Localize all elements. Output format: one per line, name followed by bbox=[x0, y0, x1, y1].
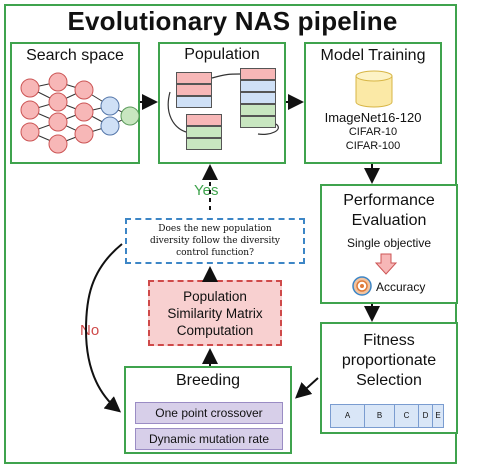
dataset-cifar10: CIFAR-10 bbox=[348, 126, 398, 138]
database-icon bbox=[355, 70, 393, 108]
segment-c: C bbox=[395, 405, 419, 427]
performance-objective: Single objective bbox=[346, 236, 432, 250]
no-label: No bbox=[80, 322, 100, 339]
similarity-line3: Computation bbox=[176, 323, 254, 338]
model-training-label: Model Training bbox=[320, 47, 426, 64]
mutation-operator: Dynamic mutation rate bbox=[135, 428, 283, 450]
down-arrow-icon bbox=[374, 253, 398, 275]
performance-label-line1: Performance bbox=[343, 192, 435, 209]
dataset-imagenet: ImageNet16-120 bbox=[324, 110, 422, 125]
breeding-box: Breeding One point crossover Dynamic mut… bbox=[124, 366, 292, 454]
segment-a: A bbox=[331, 405, 365, 427]
diversity-decision-box: Does the new population diversity follow… bbox=[125, 218, 305, 264]
yes-label: Yes bbox=[194, 182, 219, 199]
segment-e: E bbox=[435, 411, 441, 420]
page-title: Evolutionary NAS pipeline bbox=[67, 6, 398, 36]
decision-line1: Does the new population bbox=[158, 224, 272, 234]
breeding-label: Breeding bbox=[175, 372, 241, 389]
crossover-operator: One point crossover bbox=[135, 402, 283, 424]
target-icon bbox=[352, 276, 372, 296]
fitness-label-line1: Fitness bbox=[363, 332, 415, 349]
decision-line3: control function? bbox=[176, 248, 254, 258]
performance-metric: Accuracy bbox=[376, 280, 426, 294]
search-space-box: Search space bbox=[10, 42, 140, 164]
performance-label-line2: Evaluation bbox=[351, 212, 427, 229]
fitness-selection-box: Fitness proportionate Selection A B C D … bbox=[320, 322, 458, 434]
fitness-label-line2: proportionate bbox=[341, 352, 437, 369]
roulette-bar: A B C D E bbox=[330, 404, 444, 428]
fitness-label-line3: Selection bbox=[356, 372, 422, 389]
segment-b: B bbox=[365, 405, 395, 427]
similarity-line1: Population bbox=[183, 289, 247, 304]
population-box: Population bbox=[158, 42, 286, 164]
population-links bbox=[167, 73, 279, 135]
search-space-label: Search space bbox=[26, 47, 124, 64]
similarity-line2: Similarity Matrix bbox=[167, 306, 263, 321]
segment-d: D bbox=[419, 405, 433, 427]
neural-network-graph-icon bbox=[20, 72, 140, 154]
decision-line2: diversity follow the diversity bbox=[149, 236, 281, 246]
similarity-matrix-box: Population Similarity Matrix Computation bbox=[148, 280, 282, 346]
performance-evaluation-box: Performance Evaluation Single objective … bbox=[320, 184, 458, 304]
population-label: Population bbox=[184, 46, 260, 63]
dataset-cifar100: CIFAR-100 bbox=[345, 140, 401, 152]
model-training-box: Model Training ImageNet16-120 CIFAR-10 C… bbox=[304, 42, 442, 164]
